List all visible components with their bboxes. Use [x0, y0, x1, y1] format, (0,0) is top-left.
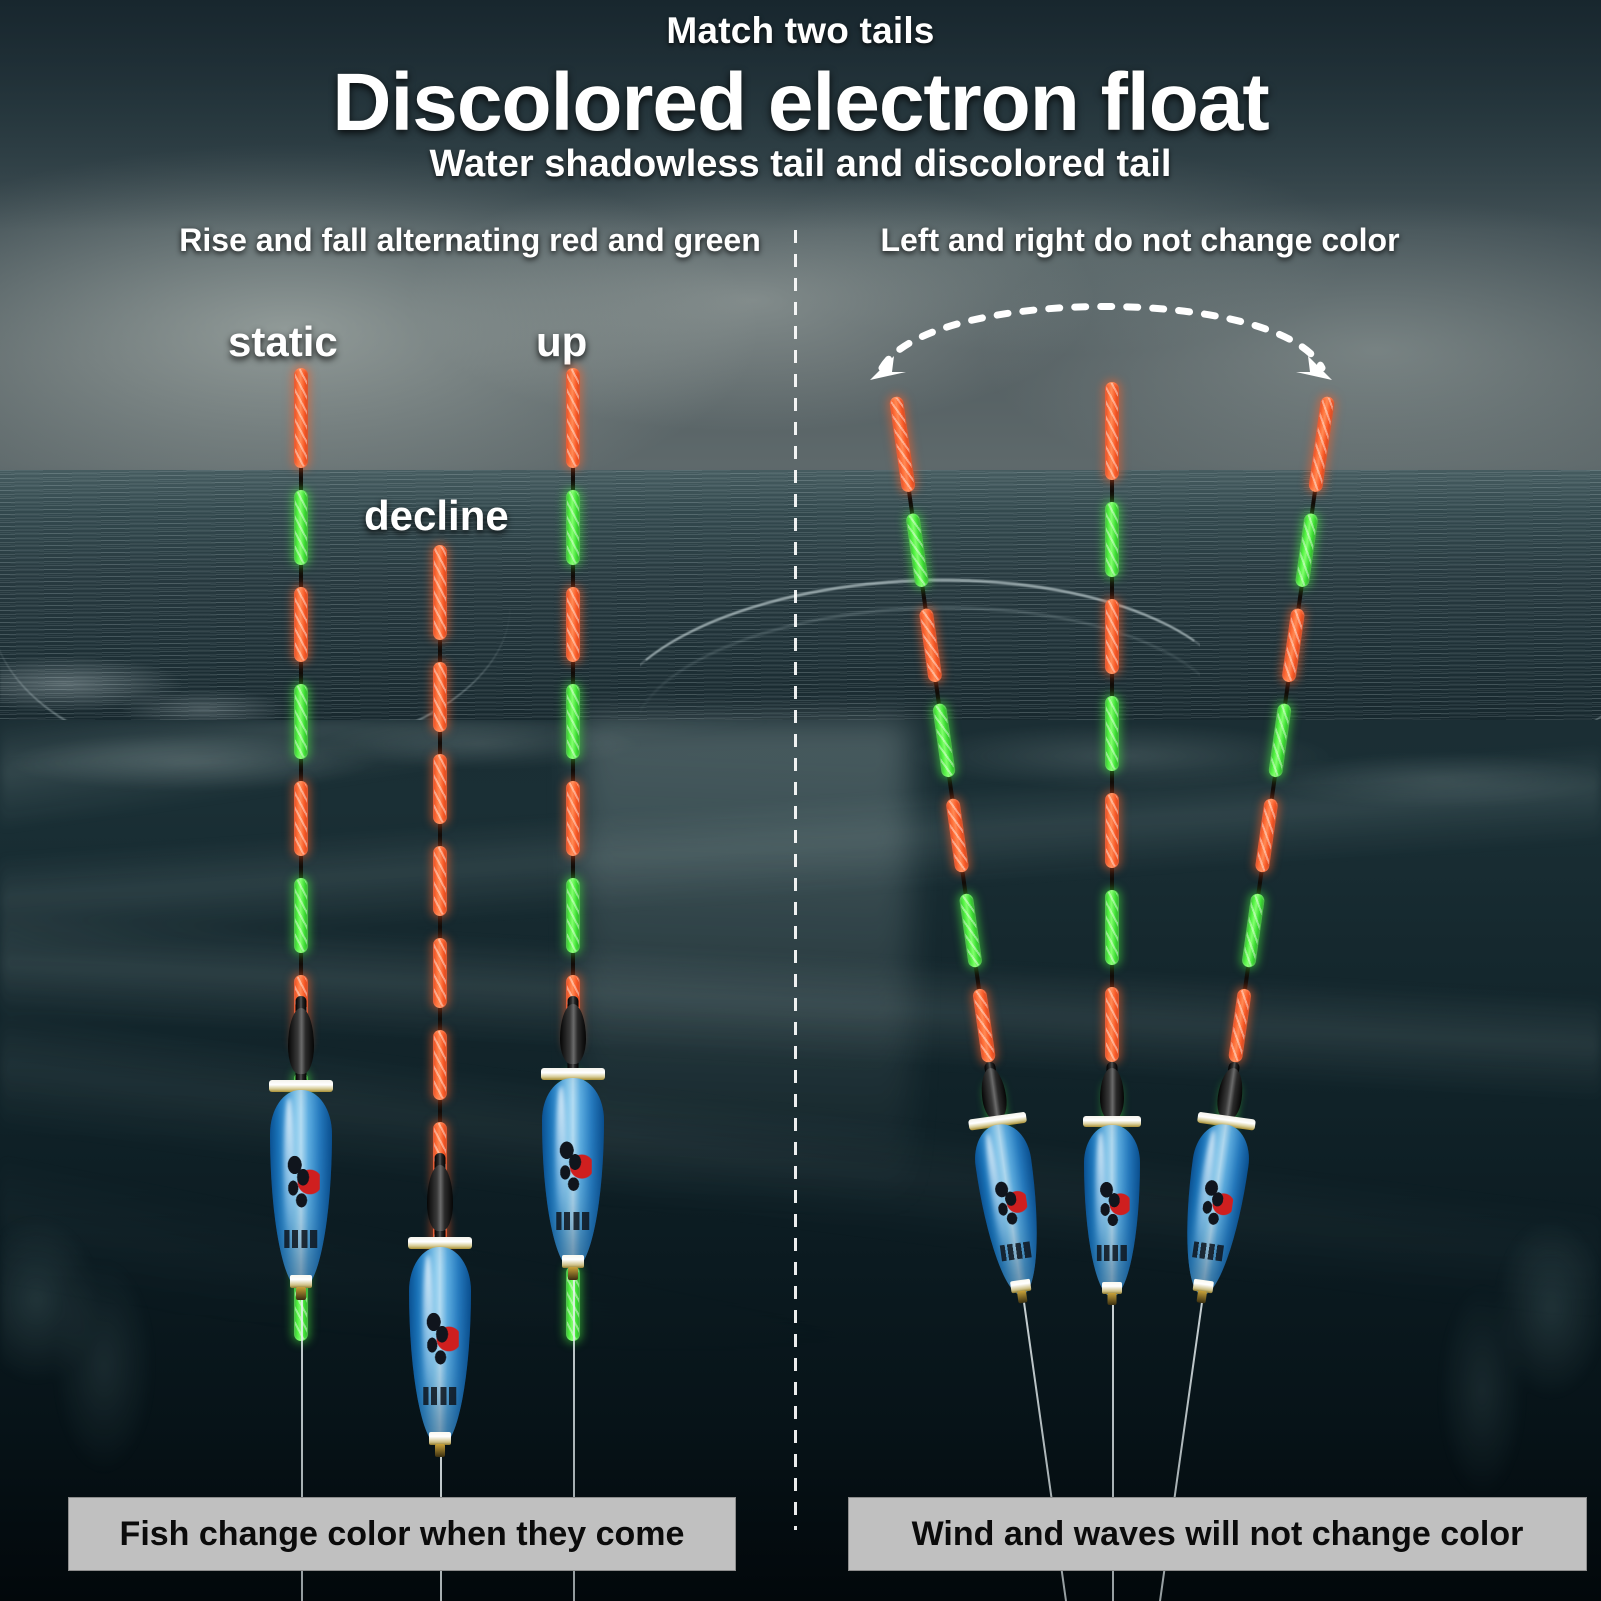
right-bottom-caption: Wind and waves will not change color — [848, 1497, 1587, 1571]
antenna-segment-red — [1105, 382, 1119, 480]
antenna-segment-red — [294, 368, 308, 468]
sky-storm-shadow — [0, 0, 1601, 230]
antenna-segment-red — [294, 781, 308, 856]
subtitle-text: Water shadowless tail and discolored tai… — [429, 143, 1172, 185]
antenna-segment-red — [294, 587, 308, 662]
float-body-logo — [988, 1173, 1031, 1237]
antenna-segment-green — [566, 490, 580, 565]
antenna-tilt-center — [1105, 382, 1119, 1256]
float-body-logo — [420, 1307, 460, 1375]
antenna-segment-green — [294, 490, 308, 565]
float-body-text — [999, 1241, 1032, 1262]
float-body-tip — [290, 1275, 312, 1288]
antenna-segment-red — [566, 368, 580, 468]
antenna-segment-red — [433, 662, 447, 732]
float-body-stub — [568, 1267, 578, 1280]
float-stem-flare — [427, 1165, 453, 1231]
kicker-text: Match two tails — [666, 10, 935, 51]
underwater-background — [0, 720, 1601, 1601]
float-body-text — [556, 1212, 590, 1230]
antenna-segment-red — [1105, 793, 1119, 868]
fishing-line — [1112, 1305, 1114, 1601]
float-stem-flare — [288, 1008, 314, 1074]
float-body-collar — [541, 1068, 605, 1080]
antenna-segment-green — [566, 684, 580, 759]
left-panel-caption: Rise and fall alternating red and green — [179, 222, 761, 258]
float-label-static: static — [228, 318, 338, 365]
float-body-collar — [1083, 1116, 1141, 1127]
float-body-collar — [269, 1080, 333, 1092]
seaweed-left — [0, 1180, 260, 1480]
float-body-stub — [1107, 1293, 1117, 1305]
antenna-segment-red — [433, 545, 447, 640]
float-tilt-center[interactable] — [1083, 382, 1141, 1601]
float-body-text — [1192, 1241, 1225, 1262]
antenna-segment-red — [566, 587, 580, 662]
antenna-segment-red — [433, 1030, 447, 1100]
float-body-logo — [1094, 1176, 1130, 1236]
light-ray-bright — [580, 720, 910, 1340]
left-bottom-caption: Fish change color when they come — [68, 1497, 736, 1571]
antenna-core — [438, 545, 442, 1305]
antenna-segment-red — [566, 781, 580, 856]
float-static[interactable] — [269, 368, 333, 1601]
float-body-collar — [408, 1237, 472, 1249]
panel-divider — [794, 230, 797, 1530]
float-body-stub — [1196, 1290, 1208, 1304]
float-stem-flare — [560, 1004, 586, 1064]
float-body-logo — [1193, 1173, 1236, 1237]
light-rays — [0, 720, 1601, 1360]
float-body-logo — [281, 1150, 321, 1218]
antenna-segment-red — [433, 846, 447, 916]
swing-arrow-icon — [870, 303, 1332, 380]
float-body-text — [284, 1230, 318, 1248]
float-body-logo — [553, 1135, 593, 1201]
antenna-segment-red — [433, 938, 447, 1008]
underwater-surface-texture — [0, 720, 1601, 1020]
fishing-line — [573, 1280, 575, 1601]
antenna-core — [1110, 382, 1114, 1190]
antenna-segment-green — [1105, 890, 1119, 965]
antenna-segment-green — [294, 684, 308, 759]
float-up[interactable] — [541, 368, 605, 1601]
float-body-tip — [1102, 1282, 1122, 1294]
float-decline[interactable] — [408, 545, 472, 1601]
antenna-segment-green — [1105, 502, 1119, 577]
float-body-text — [423, 1387, 457, 1405]
fishing-line — [301, 1300, 303, 1601]
antenna-segment-green — [1105, 696, 1119, 771]
antenna-segment-red — [433, 754, 447, 824]
float-label-decline: decline — [364, 492, 509, 539]
antenna-segment-green — [294, 878, 308, 953]
seaweed-right — [1390, 1180, 1601, 1500]
float-body-stub — [435, 1444, 445, 1457]
antenna-segment-red — [1105, 987, 1119, 1062]
float-body-stub — [296, 1287, 306, 1300]
antenna-segment-red — [1105, 599, 1119, 674]
float-body-text — [1096, 1245, 1128, 1261]
float-body-stub — [1016, 1290, 1028, 1304]
float-label-up: up — [536, 318, 588, 365]
antenna-segment-green — [566, 878, 580, 953]
float-body-tip — [562, 1255, 584, 1268]
right-panel-caption: Left and right do not change color — [880, 222, 1400, 258]
float-body-tip — [429, 1432, 451, 1445]
page-title: Discolored electron float — [332, 57, 1269, 148]
float-stem-flare — [1100, 1068, 1124, 1120]
